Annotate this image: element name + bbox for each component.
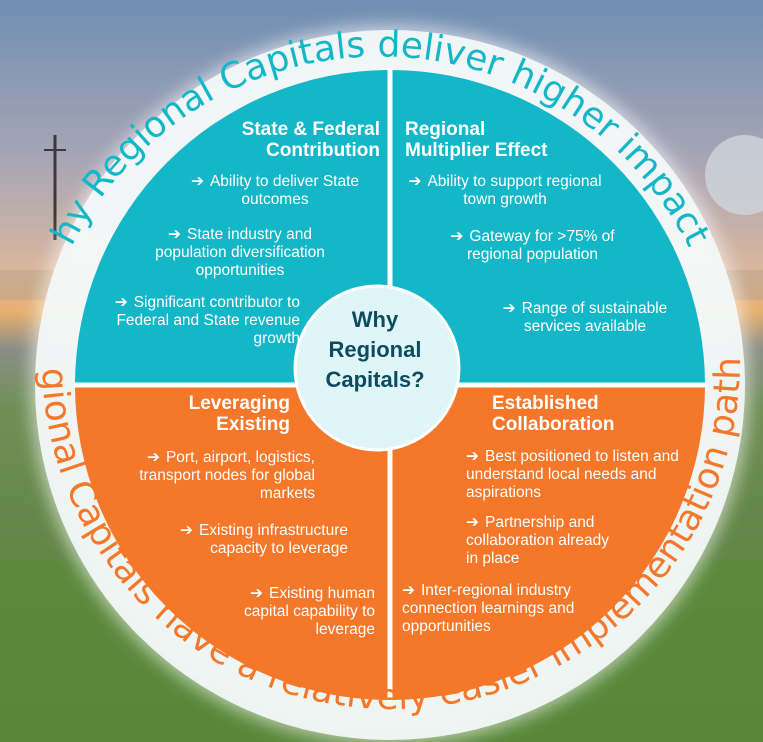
arrow-icon: ➔ bbox=[250, 585, 264, 602]
arrow-icon: ➔ bbox=[190, 173, 204, 190]
quadrant-bottom-right-item-2: ➔Partnership and collaboration already i… bbox=[466, 514, 616, 567]
arrow-icon: ➔ bbox=[146, 449, 160, 466]
quadrant-bottom-left-bg bbox=[75, 385, 390, 700]
quadrant-top-left-bg bbox=[75, 70, 390, 385]
quadrant-bottom-right-item-1: ➔Best positioned to listen and understan… bbox=[466, 448, 696, 501]
quadrant-title-line1: Leveraging bbox=[188, 393, 290, 414]
item-text: State industry and population diversific… bbox=[155, 226, 325, 279]
item-text: Ability to support regional town growth bbox=[427, 173, 602, 208]
item-text: Ability to deliver State outcomes bbox=[209, 173, 360, 208]
quadrant-bottom-left-item-3: ➔Existing human capital capability to le… bbox=[205, 585, 375, 638]
arrow-icon: ➔ bbox=[179, 522, 193, 539]
arrow-icon: ➔ bbox=[408, 173, 422, 190]
quadrant-bottom-left-title: Leveraging Existing bbox=[150, 393, 290, 435]
quadrant-top-right-title: Regional Multiplier Effect bbox=[405, 119, 605, 161]
item-text: Existing human capital capability to lev… bbox=[244, 585, 375, 638]
quadrant-top-left-item-3: ➔Significant contributor to Federal and … bbox=[90, 294, 300, 347]
quadrant-title-line2: Multiplier Effect bbox=[405, 139, 548, 161]
quadrant-bottom-right-bg bbox=[390, 385, 705, 700]
item-text: Partnership and collaboration already in… bbox=[466, 514, 610, 567]
quadrant-top-right-item-3: ➔ Range of sustainable services available bbox=[480, 300, 690, 336]
quadrant-title-line1: Regional bbox=[405, 119, 486, 140]
arrow-icon: ➔ bbox=[450, 228, 464, 245]
sculpture-sphere bbox=[705, 135, 763, 215]
quadrant-top-left-item-2: ➔State industry and population diversifi… bbox=[135, 226, 345, 279]
item-text: Port, airport, logistics, transport node… bbox=[139, 449, 315, 502]
quadrant-top-left-title: State & Federal Contribution bbox=[200, 119, 380, 161]
item-text: Range of sustainable services available bbox=[521, 300, 668, 335]
quadrant-title-line2: Collaboration bbox=[492, 413, 615, 435]
center-label-line3: Capitals? bbox=[325, 366, 425, 392]
arrow-icon: ➔ bbox=[114, 294, 128, 311]
arrow-icon: ➔ bbox=[466, 514, 479, 531]
quadrant-title-line2: Contribution bbox=[266, 139, 380, 161]
quadrant-title-line1: State & Federal bbox=[241, 119, 380, 140]
arrow-icon: ➔ bbox=[402, 582, 415, 599]
center-circle bbox=[293, 284, 461, 452]
center-label-line1: Why bbox=[351, 307, 399, 332]
quadrant-top-right-bg bbox=[390, 70, 705, 385]
quadrant-top-right-item-2: ➔Gateway for >75% of regional population bbox=[440, 228, 625, 264]
arrow-icon: ➔ bbox=[502, 300, 516, 317]
quadrant-bottom-left-item-2: ➔ Existing infrastructure capacity to lev… bbox=[130, 522, 348, 558]
arrow-icon: ➔ bbox=[466, 448, 479, 465]
item-text: Gateway for >75% of regional population bbox=[467, 228, 615, 263]
center-label: Why Regional Capitals? bbox=[295, 305, 455, 395]
item-text: Existing infrastructure capacity to leve… bbox=[198, 522, 348, 557]
arrow-icon: ➔ bbox=[168, 226, 182, 243]
quadrant-title-line1: Established bbox=[492, 393, 599, 414]
quadrant-bottom-left-item-1: ➔Port, airport, logistics, transport nod… bbox=[85, 449, 315, 502]
item-text: Best positioned to listen and understand… bbox=[466, 448, 679, 501]
quadrant-bottom-right-item-3: ➔Inter-regional industry connection lear… bbox=[402, 582, 622, 635]
quadrant-top-right-item-1: ➔ Ability to support regional town growth bbox=[405, 173, 605, 209]
quadrant-top-left-item-1: ➔ Ability to deliver State outcomes bbox=[180, 173, 370, 209]
item-text: Significant contributor to Federal and S… bbox=[116, 294, 300, 347]
quadrant-bottom-right-title: Established Collaboration bbox=[492, 393, 662, 435]
center-label-line2: Regional bbox=[328, 336, 422, 362]
item-text: Inter-regional industry connection learn… bbox=[402, 582, 575, 635]
quadrant-title-line2: Existing bbox=[216, 413, 290, 435]
